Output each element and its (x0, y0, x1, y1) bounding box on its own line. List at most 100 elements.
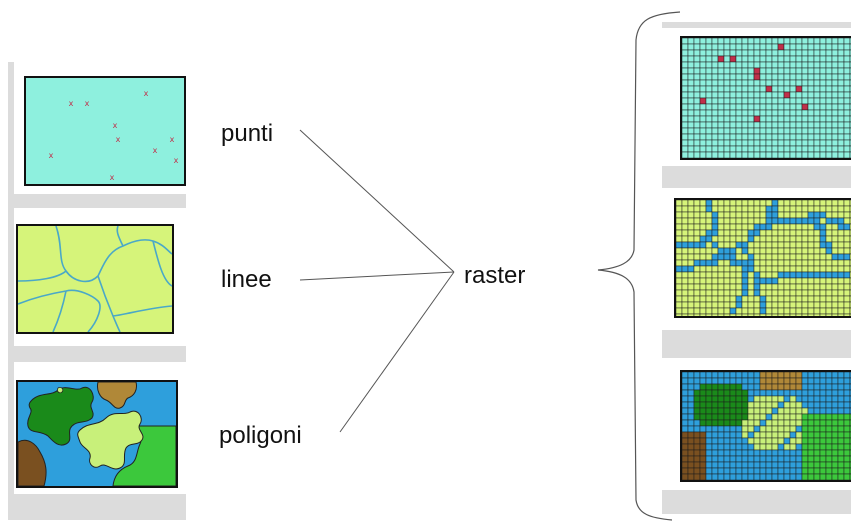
raster-cell (759, 55, 767, 63)
raster-cell (747, 372, 755, 379)
raster-cell (825, 383, 833, 391)
raster-cell (705, 283, 713, 291)
raster-cell (705, 85, 713, 93)
raster-cell (789, 455, 797, 463)
raster-cell (825, 145, 833, 153)
raster-cell (819, 49, 827, 57)
raster-cell (723, 139, 731, 147)
raster-cell (831, 455, 839, 463)
raster-cell (807, 85, 815, 93)
raster-cell (789, 449, 797, 457)
raster-cell (741, 389, 749, 397)
raster-cell (682, 467, 689, 475)
raster-cell (801, 437, 809, 445)
raster-cell (777, 247, 785, 255)
raster-cell (819, 383, 827, 391)
raster-cell (753, 97, 761, 105)
raster-cell (843, 389, 851, 397)
raster-cell (837, 419, 845, 427)
raster-cell (789, 121, 797, 129)
raster-cell (765, 55, 773, 63)
raster-cell (813, 139, 821, 147)
raster-cell (765, 413, 773, 421)
raster-cell (676, 235, 683, 243)
raster-cell (711, 271, 719, 279)
raster-cell (687, 473, 695, 480)
raster-cell (843, 229, 851, 237)
raster-cell (801, 253, 809, 261)
raster-cell (771, 139, 779, 147)
raster-cell (777, 283, 785, 291)
raster-cell (705, 38, 713, 45)
raster-cell (825, 372, 833, 379)
raster-cell (759, 313, 767, 316)
raster-cell (705, 277, 713, 285)
raster-cell (825, 67, 833, 75)
raster-cell (837, 121, 845, 129)
raster-cell (699, 38, 707, 45)
raster-cell (735, 97, 743, 105)
raster-cell (729, 109, 737, 117)
raster-cell (723, 277, 731, 285)
raster-cell (789, 271, 797, 279)
raster-cell (843, 419, 851, 427)
raster-cell (682, 145, 689, 153)
raster-cell (843, 283, 851, 291)
raster-cell (753, 61, 761, 69)
raster-cell (837, 73, 845, 81)
raster-cell (783, 55, 791, 63)
raster-cell (711, 313, 719, 316)
raster-cell (729, 235, 737, 243)
raster-cell (837, 377, 845, 385)
raster-cell (747, 97, 755, 105)
raster-cell (741, 437, 749, 445)
raster-cell (783, 413, 791, 421)
raster-cell (693, 259, 701, 267)
raster-cell (819, 43, 827, 51)
raster-cell (783, 38, 791, 45)
raster-cell (693, 253, 701, 261)
raster-cell (711, 443, 719, 451)
raster-cell (807, 121, 815, 129)
raster-cell (693, 431, 701, 439)
raster-cell (723, 205, 731, 213)
raster-cell (687, 109, 695, 117)
raster-cell (843, 109, 851, 117)
raster-cell (783, 121, 791, 129)
raster-cell (711, 229, 719, 237)
raster-cell (717, 235, 725, 243)
raster-cell (807, 301, 815, 309)
raster-cell (819, 407, 827, 415)
raster-cell (729, 38, 737, 45)
raster-cell (717, 205, 725, 213)
raster-cell (711, 200, 719, 207)
raster-cell (759, 295, 767, 303)
raster-cell (825, 241, 833, 249)
raster-cell (711, 455, 719, 463)
raster-cell (759, 85, 767, 93)
raster-cell (807, 61, 815, 69)
raster-cell (682, 67, 689, 75)
raster-cell (783, 229, 791, 237)
raster-cell (843, 235, 851, 243)
raster-cell (741, 289, 749, 297)
raster-cell (705, 103, 713, 111)
raster-cell (837, 289, 845, 297)
raster-cell (676, 229, 683, 237)
raster-cell (765, 115, 773, 123)
raster-cell (753, 223, 761, 231)
raster-cell (777, 73, 785, 81)
raster-cell (711, 115, 719, 123)
raster-cell (813, 205, 821, 213)
raster-cell (795, 253, 803, 261)
raster-cell (825, 259, 833, 267)
raster-cell (765, 437, 773, 445)
raster-cell (753, 49, 761, 57)
raster-cell (711, 73, 719, 81)
raster-cell (807, 259, 815, 267)
raster-cell (771, 419, 779, 427)
raster-cell (723, 151, 731, 158)
raster-cell (783, 49, 791, 57)
raster-cell (789, 419, 797, 427)
label-polygons: poligoni (219, 422, 302, 449)
